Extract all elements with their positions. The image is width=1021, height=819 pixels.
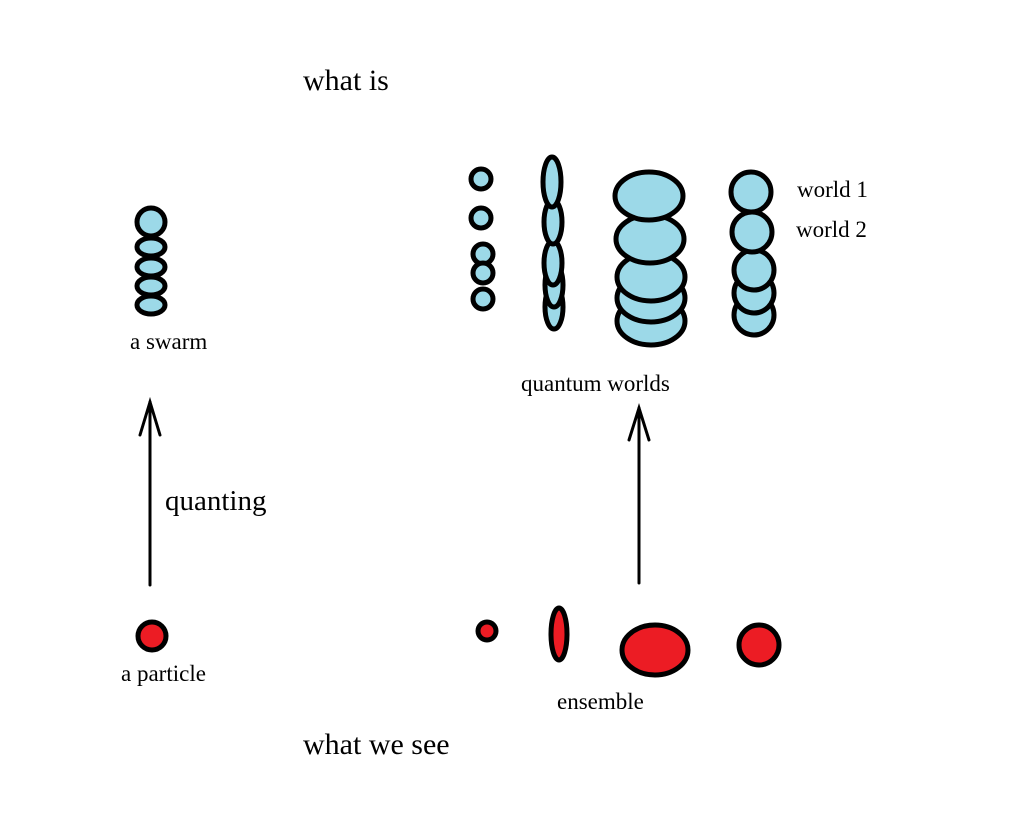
swarm-ellipse bbox=[134, 235, 168, 259]
particle-label: a particle bbox=[121, 661, 206, 686]
quantum-column-4 bbox=[728, 169, 777, 338]
swarm-ellipse bbox=[134, 255, 168, 279]
quantum-column-3 bbox=[612, 169, 688, 348]
ensemble-label: ensemble bbox=[557, 689, 644, 714]
swarm-label: a swarm bbox=[130, 329, 207, 354]
swarm-top-circle bbox=[134, 205, 168, 239]
ensemble-circle bbox=[736, 622, 782, 668]
what-is-label: what is bbox=[303, 64, 389, 97]
ensemble-arrow bbox=[627, 402, 651, 585]
ensemble-dot-small bbox=[475, 619, 499, 643]
world-1-label: world 1 bbox=[797, 177, 868, 202]
swarm-stack bbox=[134, 205, 168, 317]
swarm-ellipse bbox=[134, 274, 168, 298]
what-we-see-label: what we see bbox=[303, 728, 450, 761]
quantum-column-2 bbox=[540, 154, 566, 332]
quanting-arrow bbox=[138, 396, 162, 587]
ensemble-ellipse-wide bbox=[619, 622, 691, 678]
particle-dot bbox=[135, 619, 169, 653]
quantum-column-1 bbox=[468, 166, 496, 312]
quanting-label: quanting bbox=[165, 485, 267, 517]
world-2-label: world 2 bbox=[796, 217, 867, 242]
ensemble-ellipse-tall bbox=[548, 605, 570, 663]
swarm-ellipse bbox=[134, 293, 168, 317]
quantum-worlds-label: quantum worlds bbox=[521, 371, 670, 396]
ensemble-group bbox=[475, 605, 782, 678]
